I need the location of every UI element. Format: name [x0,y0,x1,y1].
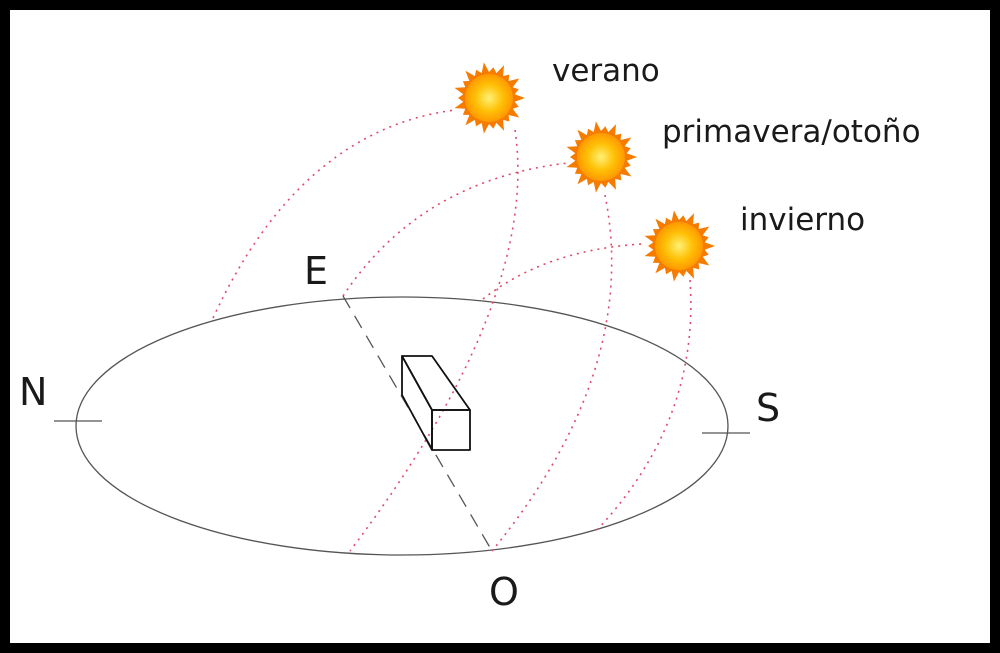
winter-path-rising [482,243,643,300]
horizon-ellipse [75,296,729,556]
summer-path-setting [349,129,519,552]
label-north: N [19,370,47,414]
sun-core [655,222,703,270]
sun-core [465,74,513,122]
sun-summer-icon [454,62,525,134]
winter-path-setting [596,279,692,531]
label-winter: invierno [740,202,865,238]
sun-equinox-icon [566,121,637,193]
equinox-path-rising [342,162,569,297]
label-west: O [489,570,519,614]
sun-paths [212,109,692,552]
label-south: S [756,386,780,430]
summer-path-rising [212,109,456,319]
sun-winter-icon [644,210,715,282]
equinox-path-setting [491,194,613,552]
label-summer: verano [552,53,660,89]
sun-core [577,133,625,181]
building-box [401,355,471,451]
label-east: E [304,249,328,293]
label-spring-autumn: primavera/otoño [662,114,921,150]
